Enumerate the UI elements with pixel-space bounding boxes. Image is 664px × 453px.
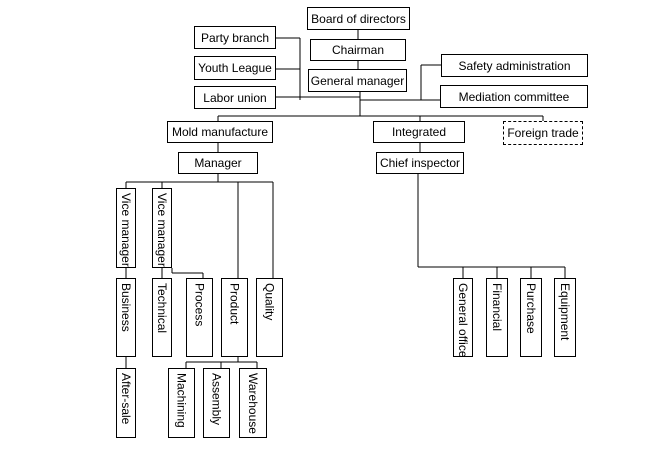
equipment-box: Equipment <box>554 278 576 357</box>
party-branch-label: Party branch <box>200 30 270 45</box>
board-of-directors-box: Board of directors <box>307 7 410 30</box>
integrated-box: Integrated <box>373 121 465 143</box>
product-label: Product <box>227 283 242 325</box>
warehouse-box: Warehouse <box>239 368 267 438</box>
machining-label: Machining <box>174 373 189 428</box>
business-label: Business <box>119 283 133 332</box>
integrated-label: Integrated <box>391 125 447 139</box>
mediation-committee-label: Mediation committee <box>458 89 570 104</box>
manager-label: Manager <box>194 156 242 170</box>
process-box: Process <box>186 278 213 357</box>
financial-label: Financial <box>490 283 504 332</box>
technical-box: Technical <box>152 278 172 357</box>
general-manager-label: General manager <box>310 73 405 88</box>
labor-union-label: Labor union <box>203 90 267 105</box>
warehouse-label: Warehouse <box>246 373 260 434</box>
party-branch-box: Party branch <box>194 26 276 49</box>
after-sale-box: After-sale <box>116 368 136 438</box>
board-of-directors-label: Board of directors <box>311 11 406 26</box>
chief-inspector-box: Chief inspector <box>376 152 464 174</box>
chairman-label: Chairman <box>331 43 385 57</box>
youth-league-label: Youth League <box>198 61 272 75</box>
vice-manager-label-1: Vice manager <box>119 193 133 267</box>
assembly-label: Assembly <box>209 373 224 426</box>
chairman-box: Chairman <box>310 39 406 61</box>
assembly-box: Assembly <box>203 368 230 438</box>
quality-label: Quality <box>262 283 277 321</box>
product-box: Product <box>221 278 248 357</box>
general-office-label: General office <box>456 283 470 358</box>
equipment-label: Equipment <box>558 283 572 341</box>
mold-manufacture-label: Mold manufacture <box>171 125 269 139</box>
safety-administration-label: Safety administration <box>458 58 571 73</box>
vice-manager-box-1: Vice manager <box>116 188 136 268</box>
general-office-box: General office <box>453 278 473 358</box>
youth-league-box: Youth League <box>194 56 276 80</box>
vice-manager-label-2: Vice manager <box>155 193 169 267</box>
purchase-box: Purchase <box>520 278 542 357</box>
machining-box: Machining <box>168 368 195 438</box>
foreign-trade-label: Foreign trade <box>507 126 579 140</box>
purchase-label: Purchase <box>524 283 538 334</box>
general-manager-box: General manager <box>308 69 407 92</box>
mold-manufacture-box: Mold manufacture <box>167 121 273 143</box>
quality-box: Quality <box>256 278 283 357</box>
foreign-trade-box: Foreign trade <box>503 121 583 145</box>
business-box: Business <box>116 278 136 357</box>
mediation-committee-box: Mediation committee <box>440 85 588 108</box>
labor-union-box: Labor union <box>194 86 276 109</box>
chief-inspector-label: Chief inspector <box>379 156 461 170</box>
financial-box: Financial <box>486 278 508 357</box>
after-sale-label: After-sale <box>119 373 133 425</box>
vice-manager-box-2: Vice manager <box>152 188 172 268</box>
safety-administration-box: Safety administration <box>441 54 588 77</box>
manager-box: Manager <box>178 152 258 174</box>
technical-label: Technical <box>155 283 169 334</box>
process-label: Process <box>192 283 207 327</box>
